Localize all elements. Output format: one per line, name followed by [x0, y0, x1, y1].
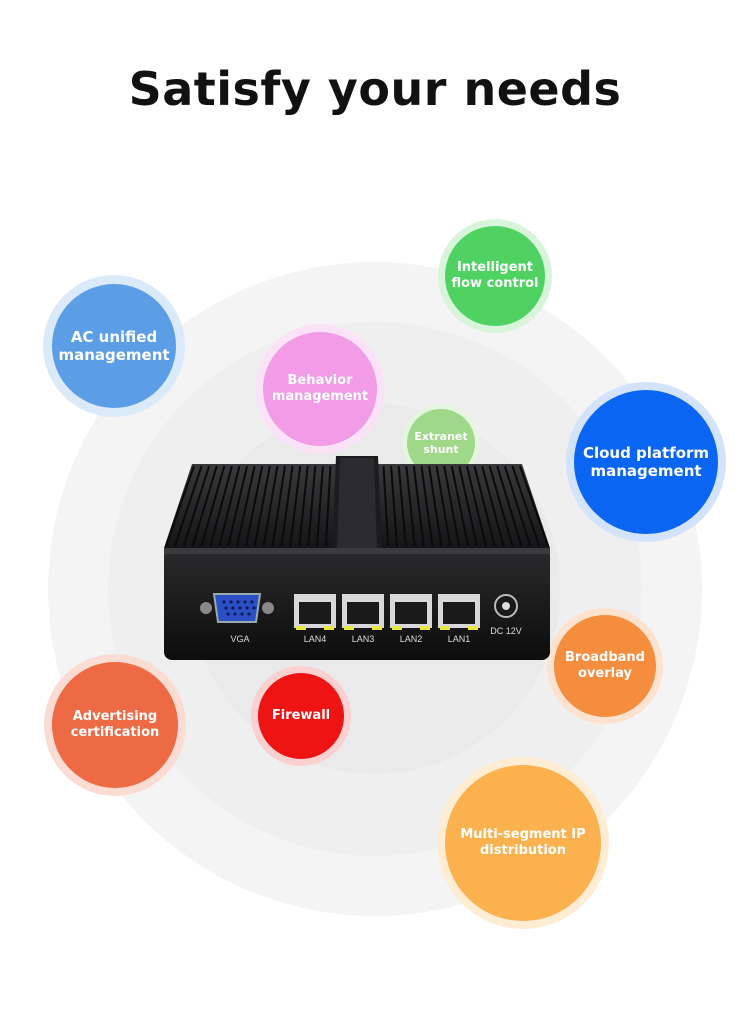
lan3-port-icon — [342, 594, 384, 630]
heatsink-fin — [458, 465, 478, 547]
heatsink-fin — [218, 465, 241, 547]
lan2-label: LAN2 — [399, 634, 423, 644]
lan1-port-icon — [438, 594, 480, 630]
bubble-label: Intelligent flow control — [445, 226, 545, 326]
heatsink-fin — [405, 465, 416, 547]
heatsink-fin — [519, 465, 549, 547]
heatsink-fin — [324, 465, 332, 547]
heatsink-fin — [488, 465, 514, 547]
heatsink-fin — [253, 465, 271, 547]
lan2-port-icon — [390, 594, 432, 630]
heatsink-fin — [307, 465, 317, 547]
bubble-label: Advertising certification — [52, 662, 178, 788]
bubble-firewall: Firewall — [251, 666, 351, 766]
bubble-ac-unified-management: AC unified management — [43, 275, 185, 417]
heatsink-fin — [200, 465, 226, 547]
heatsink-fin — [428, 465, 443, 547]
bubble-label: AC unified management — [52, 284, 176, 408]
heatsink-fin — [412, 465, 425, 547]
bubble-advertising-certification: Advertising certification — [44, 654, 186, 796]
heatsink-fin — [191, 465, 218, 547]
heatsink-fin — [316, 465, 324, 547]
heatsink-fin — [382, 465, 390, 547]
lan4-port-icon — [294, 594, 336, 630]
heatsink-fin — [244, 465, 264, 547]
heatsink-fin — [481, 465, 505, 547]
heatsink-fin — [465, 465, 487, 547]
heatsink-fin — [298, 465, 309, 547]
bubble-label: Firewall — [258, 673, 344, 759]
heatsink-fin — [289, 465, 302, 547]
heatsink-fin — [390, 465, 398, 547]
bubble-intelligent-flow-control: Intelligent flow control — [438, 219, 552, 333]
bubble-label: Behavior management — [263, 332, 377, 446]
heatsink-fin — [209, 465, 233, 547]
vga-label: VGA — [230, 634, 250, 644]
heatsink-fin — [503, 465, 532, 547]
heatsink-fin — [227, 465, 249, 547]
dc-12v-label: DC 12V — [490, 626, 522, 636]
heatsink-fin — [420, 465, 434, 547]
vga-port-icon — [200, 593, 274, 623]
heatsink-fin — [236, 465, 256, 547]
heatsink-fin — [450, 465, 470, 547]
bubble-multi-segment-ip-distribution: Multi-segment IP distribution — [437, 757, 609, 929]
dc-power-jack-icon — [494, 594, 518, 618]
lan3-label: LAN3 — [351, 634, 375, 644]
heatsink-fin — [511, 465, 541, 547]
lan1-label: LAN1 — [447, 634, 471, 644]
heatsink-fin — [443, 465, 461, 547]
heatsink-fin — [280, 465, 294, 547]
mini-pc-illustration — [164, 456, 550, 660]
bubble-cloud-platform-management: Cloud platform management — [566, 382, 726, 542]
heatsink-fin — [262, 465, 279, 547]
bubble-label: Cloud platform management — [574, 390, 718, 534]
heatsink-fin — [271, 465, 286, 547]
heatsink-fin — [473, 465, 496, 547]
bubble-broadband-overlay: Broadband overlay — [547, 608, 663, 724]
heatsink-fin — [435, 465, 452, 547]
heatsink-fin — [496, 465, 523, 547]
heatsink-fin — [173, 465, 203, 547]
bubble-label: Broadband overlay — [554, 615, 656, 717]
heatsink-fin — [397, 465, 407, 547]
mini-pc-device: VGA LAN4 LAN3 LAN2 LAN1 DC 12V — [158, 456, 556, 666]
page-title: Satisfy your needs — [128, 62, 622, 116]
bubble-label: Multi-segment IP distribution — [445, 765, 601, 921]
lan4-label: LAN4 — [303, 634, 327, 644]
heatsink-fin — [182, 465, 211, 547]
bubble-behavior-management: Behavior management — [255, 324, 385, 454]
heatsink-fin — [165, 465, 195, 547]
